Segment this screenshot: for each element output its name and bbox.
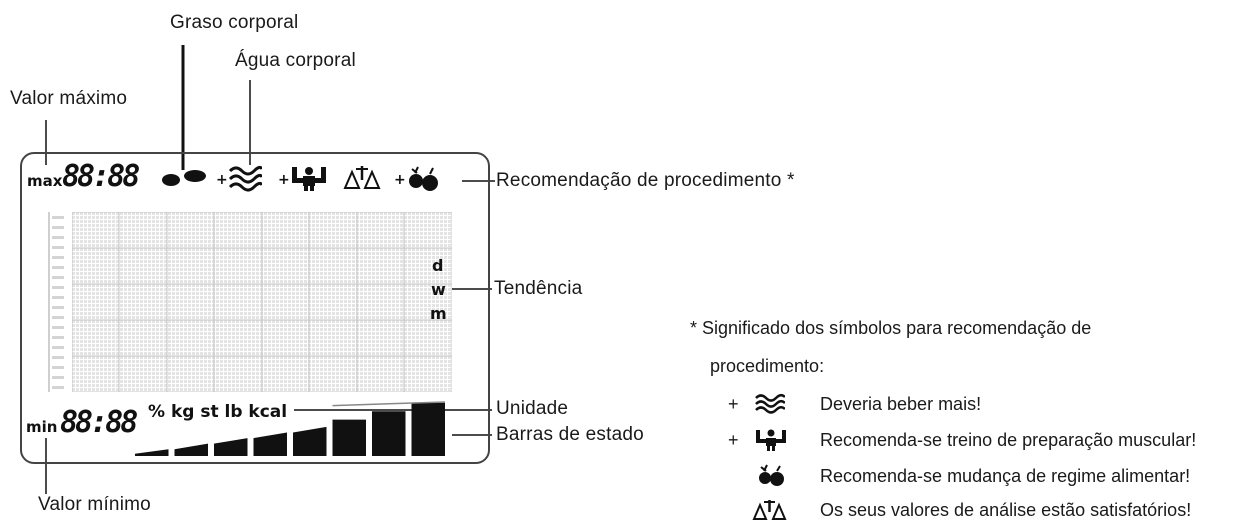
legend-heading-1: * Significado dos símbolos para recomend… <box>690 318 1092 338</box>
status-bar-1 <box>135 449 169 456</box>
lcd-plus-water: + <box>216 172 228 188</box>
lcd-min-label: min <box>26 418 58 436</box>
label-valor-maximo: Valor máximo <box>10 88 128 109</box>
lcd-dot-matrix <box>72 212 452 392</box>
label-graso-corporal: Graso corporal <box>170 12 299 33</box>
legend-heading-2: procedimento: <box>710 356 825 376</box>
status-bar-3 <box>214 438 248 456</box>
status-bars <box>135 401 445 456</box>
trend-week: w <box>431 280 446 299</box>
label-barras-estado: Barras de estado <box>496 424 644 445</box>
lcd-plus-diet: + <box>394 172 406 188</box>
label-tendencia: Tendência <box>494 278 583 299</box>
label-valor-minimo: Valor mínimo <box>38 494 151 515</box>
status-bar-8 <box>411 402 445 456</box>
balance-scale-icon <box>752 500 787 520</box>
water-waves-icon <box>228 165 262 192</box>
body-fat-icon <box>162 170 206 186</box>
balance-scale-icon <box>343 166 381 189</box>
status-bar-6 <box>332 419 366 456</box>
legend-text-4: Os seus valores de análise estão satisfa… <box>820 500 1192 520</box>
lcd-digits-bottom: 88:88 <box>60 405 138 440</box>
diet-fruit-icon <box>409 166 438 191</box>
muscle-training-icon <box>756 429 786 451</box>
legend-text-1: Deveria beber mais! <box>820 394 982 414</box>
status-bar-7 <box>372 411 406 456</box>
legend-plus-1: + <box>728 394 739 414</box>
lcd-digits-top: 88:88 <box>62 159 140 194</box>
lcd-max-label: max <box>27 172 63 190</box>
legend-text-3: Recomenda-se mudança de regime alimentar… <box>820 466 1191 486</box>
trend-month: m <box>430 304 447 323</box>
label-agua-corporal: Água corporal <box>235 50 356 71</box>
status-bar-2 <box>174 443 208 456</box>
label-recomendacao: Recomendação de procedimento * <box>496 170 795 191</box>
status-bar-4 <box>253 432 287 456</box>
lcd-scale-ticks <box>48 212 64 392</box>
legend-text-2: Recomenda-se treino de preparação muscul… <box>820 430 1197 450</box>
status-bar-5 <box>293 426 327 456</box>
status-bar-outline <box>332 401 445 407</box>
lcd-plus-muscle: + <box>278 172 290 188</box>
lcd-units: % kg st lb kcal <box>148 402 288 422</box>
lcd-display <box>20 152 490 464</box>
trend-day: d <box>432 256 444 275</box>
legend-plus-2: + <box>728 430 739 450</box>
label-unidade: Unidade <box>496 398 569 419</box>
water-waves-icon <box>755 394 785 414</box>
muscle-training-icon <box>292 167 326 191</box>
diet-fruit-icon <box>759 464 784 486</box>
